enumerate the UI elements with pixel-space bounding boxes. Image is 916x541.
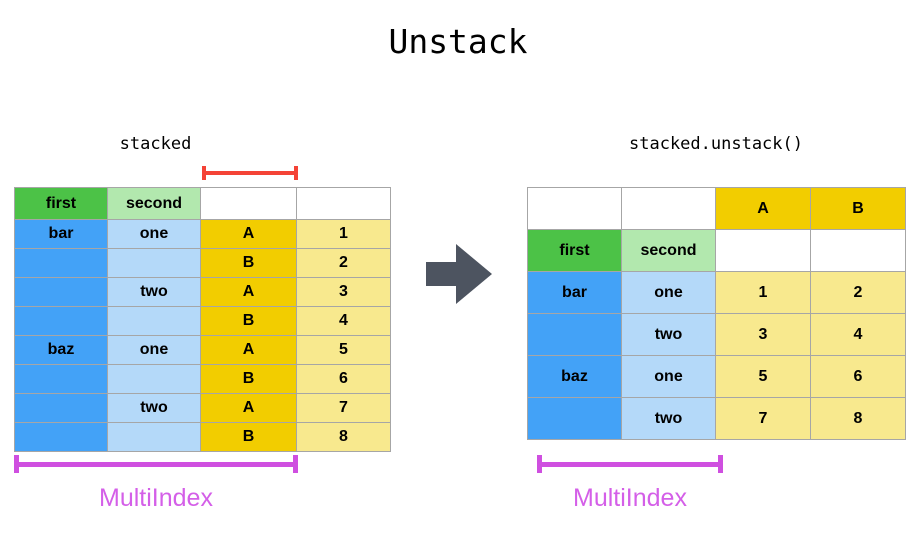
arrow-right-icon [426,244,492,304]
cell-second: two [621,397,716,440]
table-row: B 6 [14,364,391,394]
table-row: two A 7 [14,393,391,423]
cell-second [107,364,201,394]
cell-first: baz [527,355,622,398]
table-index-header-row: first second [527,229,906,272]
unstacked-table: A B first second bar one 1 2 two 3 4 baz… [527,187,906,440]
cell-column: A [200,219,297,249]
header-cell-column [200,187,297,220]
multiindex-label-left: MultiIndex [99,484,213,512]
cell-second: one [621,355,716,398]
multiindex-bracket-left [14,455,298,473]
bracket-bar [14,462,298,467]
multiindex-label-right: MultiIndex [573,484,687,512]
cell-first [14,306,108,336]
cell-second: two [107,393,201,423]
corner-cell-right [621,187,716,230]
cell-value-b: 4 [810,313,906,356]
bracket-bar [202,171,298,175]
columns-bracket [202,166,298,180]
cell-first [14,248,108,278]
cell-column: B [200,306,297,336]
column-header-b: B [810,187,906,230]
cell-second: one [107,219,201,249]
cell-first: baz [14,335,108,365]
cell-first [527,313,622,356]
table-column-header-row: A B [527,187,906,230]
cell-second: one [107,335,201,365]
table-row: two 3 4 [527,313,906,356]
cell-value-b: 2 [810,271,906,314]
cell-column: A [200,335,297,365]
multiindex-bracket-right [537,455,723,473]
header-blank-b [810,229,906,272]
cell-value: 6 [296,364,391,394]
cell-column: B [200,364,297,394]
header-blank-a [715,229,811,272]
cell-value-b: 8 [810,397,906,440]
page-title: Unstack [388,22,528,61]
table-row: B 4 [14,306,391,336]
table-row: baz one A 5 [14,335,391,365]
cell-first [14,277,108,307]
table-header-row: first second [14,187,391,220]
cell-value-a: 7 [715,397,811,440]
header-cell-first: first [14,187,108,220]
cell-value: 7 [296,393,391,423]
left-table-caption: stacked [119,134,192,154]
table-row: B 2 [14,248,391,278]
cell-first: bar [14,219,108,249]
right-table-caption: stacked.unstack() [629,134,803,154]
cell-value: 8 [296,422,391,452]
cell-second [107,306,201,336]
cell-column: A [200,393,297,423]
cell-first [14,393,108,423]
table-row: baz one 5 6 [527,355,906,398]
bracket-cap-right [293,455,298,473]
cell-column: B [200,248,297,278]
stacked-table: first second bar one A 1 B 2 two A 3 B 4… [14,187,391,452]
table-row: bar one A 1 [14,219,391,249]
cell-value: 3 [296,277,391,307]
cell-second: two [621,313,716,356]
cell-column: B [200,422,297,452]
cell-first [14,422,108,452]
table-row: two 7 8 [527,397,906,440]
header-cell-second: second [107,187,201,220]
table-row: B 8 [14,422,391,452]
header-cell-second: second [621,229,716,272]
cell-value: 2 [296,248,391,278]
cell-first: bar [527,271,622,314]
bracket-bar [537,462,723,467]
table-row: bar one 1 2 [527,271,906,314]
cell-value-a: 1 [715,271,811,314]
cell-value-a: 3 [715,313,811,356]
corner-cell-left [527,187,622,230]
header-cell-first: first [527,229,622,272]
cell-column: A [200,277,297,307]
cell-value-a: 5 [715,355,811,398]
header-cell-value [296,187,391,220]
cell-second [107,422,201,452]
table-row: two A 3 [14,277,391,307]
cell-value: 1 [296,219,391,249]
cell-value: 5 [296,335,391,365]
bracket-cap-right [718,455,723,473]
cell-second [107,248,201,278]
cell-value: 4 [296,306,391,336]
cell-second: two [107,277,201,307]
cell-first [527,397,622,440]
bracket-cap-right [294,166,298,180]
column-header-a: A [715,187,811,230]
cell-second: one [621,271,716,314]
cell-first [14,364,108,394]
cell-value-b: 6 [810,355,906,398]
